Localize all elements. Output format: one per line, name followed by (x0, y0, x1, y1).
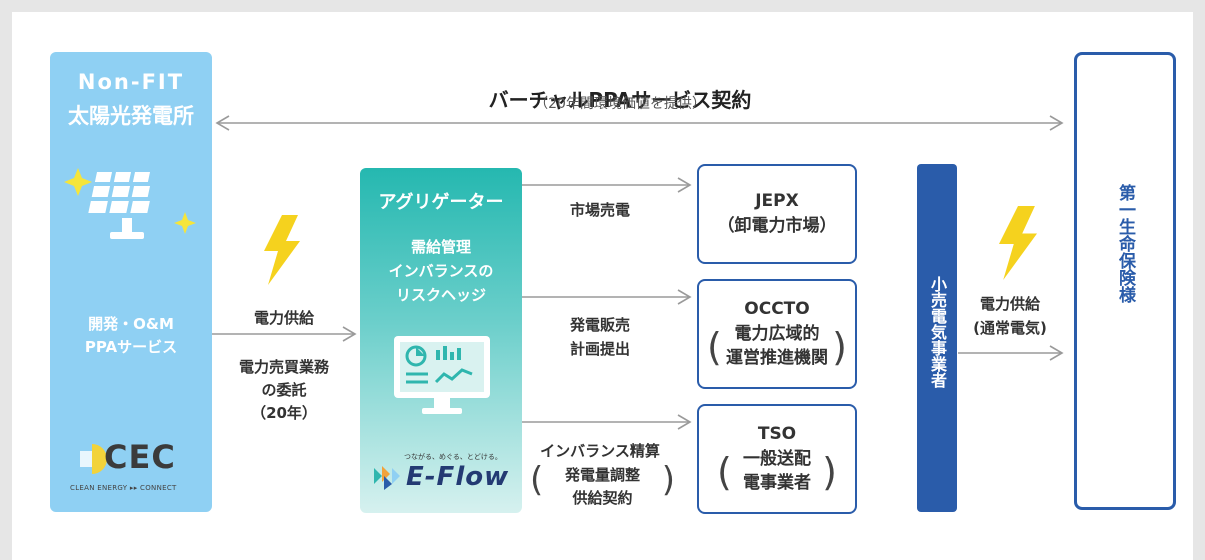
imbalance-label: インバランス精算 (540, 442, 660, 460)
cec-logo-tagline: CLEAN ENERGY ▸▸ CONNECT (70, 484, 177, 492)
plant-title-line1: Non-FIT (77, 70, 185, 94)
solar-panel-icon (60, 158, 205, 253)
supply-label: 電力供給 (253, 309, 314, 327)
consign-line2: の委託 (261, 381, 307, 399)
monitor-icon (392, 334, 492, 419)
eflow-logo: つながる、めぐる、とどける。 E-Flow (368, 448, 518, 498)
imbalance-arrow-head (677, 414, 692, 430)
jepx-box: JEPX （卸電力市場） (697, 164, 857, 264)
occto-name: OCCTO (744, 299, 810, 320)
retail-supply-line1: 電力供給 (979, 295, 1040, 313)
plan-arrow-head (677, 289, 692, 305)
tso-desc-line1: 一般送配 (743, 448, 811, 469)
consign-line3: （20年） (251, 404, 317, 422)
tso-name: TSO (757, 424, 797, 445)
imbalance-sub-line1: 発電量調整 (564, 466, 640, 484)
lightning-icon-right (995, 206, 1041, 280)
plant-title-line2: 太陽光発電所 (68, 104, 194, 128)
aggregator-desc-line2: インバランスの (388, 262, 494, 280)
retail-arrow-head (1049, 345, 1064, 361)
aggregator-title: アグリゲーター (378, 192, 504, 213)
cec-logo: CEC CLEAN ENERGY ▸▸ CONNECT (70, 438, 200, 498)
jepx-name: JEPX (755, 191, 799, 212)
contract-arrow-right-head (1049, 115, 1064, 131)
cec-logo-text: CEC (104, 438, 176, 476)
insurer-box (1074, 52, 1176, 510)
imbalance-sub: ( ) 発電量調整 供給契約 (530, 460, 675, 507)
contract-title: バーチャルPPAサービス契約 (488, 88, 752, 112)
market-sale-label: 市場売電 (569, 201, 630, 219)
consign-line1: 電力売買業務 (238, 358, 329, 376)
aggregator-desc-line3: リスクヘッジ (395, 286, 486, 304)
contract-subtitle: （20年間環境価値を提供） (534, 96, 706, 112)
retailer-label: 小売電気事業者 (928, 276, 947, 388)
plan-label-line2: 計画提出 (569, 340, 630, 358)
plant-services-line2: PPAサービス (84, 338, 178, 356)
occto-desc-line2: 運営推進機関 (726, 348, 828, 369)
contract-arrow-left-head (215, 115, 230, 131)
occto-desc-line1: 電力広域的 (734, 323, 820, 344)
market-arrow-head (677, 177, 692, 193)
eflow-tagline: つながる、めぐる、とどける。 (404, 453, 502, 461)
lightning-icon-left (262, 215, 302, 285)
retail-supply-line2: (通常電気) (973, 319, 1047, 337)
eflow-logo-text: E-Flow (406, 462, 510, 492)
aggregator-desc-line1: 需給管理 (410, 238, 471, 256)
tso-box: TSO ( ) 一般送配 電事業者 (697, 404, 857, 514)
tso-desc-line2: 電事業者 (743, 473, 811, 494)
plant-services-line1: 開発・O&M (88, 315, 174, 333)
plan-label-line1: 発電販売 (569, 316, 630, 334)
jepx-desc: （卸電力市場） (717, 216, 837, 236)
solar-plant-box (50, 52, 212, 512)
imbalance-sub-line2: 供給契約 (572, 489, 633, 507)
occto-box: OCCTO ( ) 電力広域的 運営推進機関 (697, 279, 857, 389)
retailer-bar (917, 164, 957, 512)
supply-arrow-head (342, 326, 357, 342)
insurer-label: 第一生命保険様 (1115, 184, 1135, 303)
